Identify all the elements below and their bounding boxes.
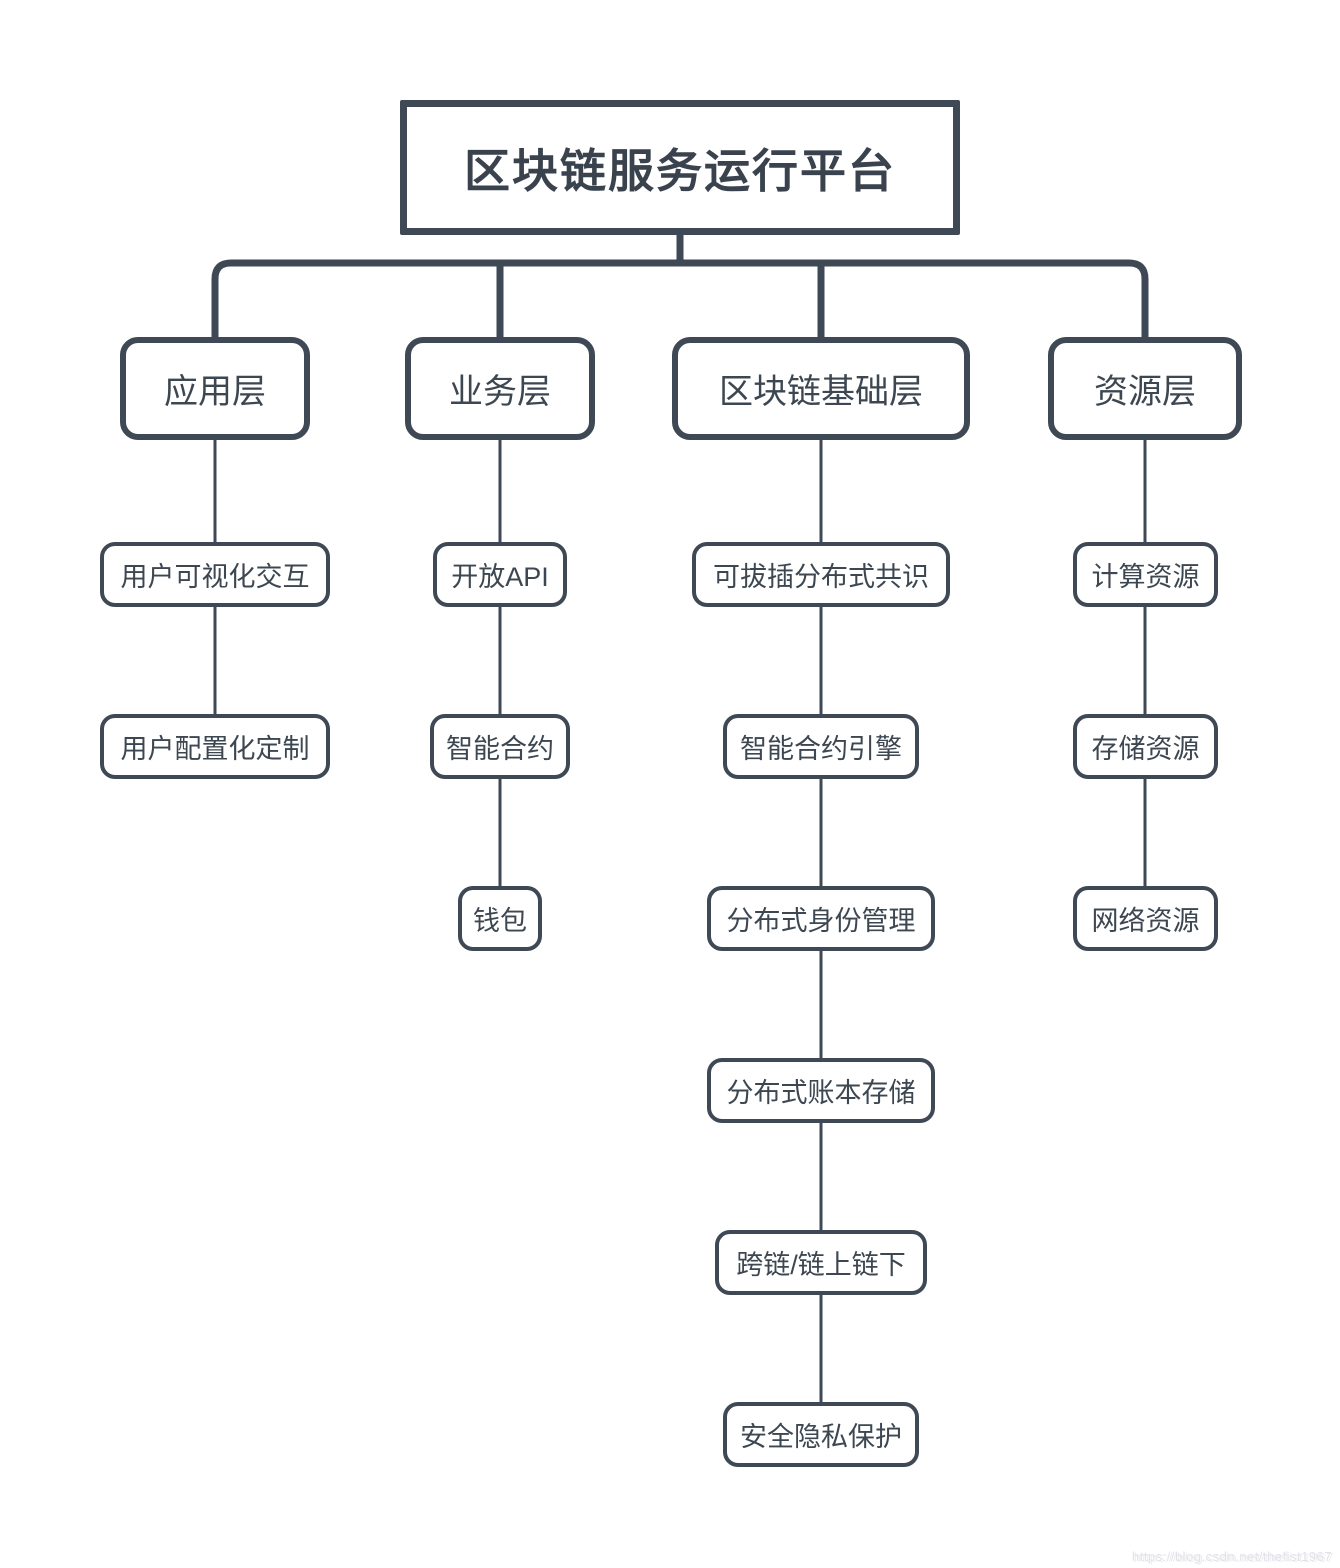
watermark: https://blog.csdn.net/thefist1967 [1131,1549,1332,1564]
connector-rail [211,259,1149,341]
node-cross-chain-on-off-chain: 跨链/链上链下 [715,1230,927,1295]
node-application-layer: 应用层 [120,337,310,440]
node-label: 用户可视化交互 [120,562,310,592]
node-root-label: 区块链服务运行平台 [464,144,896,197]
level1-connectors [211,232,1149,341]
node-business-layer: 业务层 [405,337,595,440]
node-pluggable-distributed-consensus: 可拔插分布式共识 [692,542,950,607]
node-label: 分布式身份管理 [726,906,916,936]
node-wallet: 钱包 [458,886,542,951]
node-label: 开放API [451,562,549,592]
node-smart-contract-engine: 智能合约引擎 [723,714,919,779]
node-label: 智能合约 [446,734,554,764]
node-smart-contract: 智能合约 [430,714,570,779]
node-label: 存储资源 [1091,734,1200,764]
node-label: 应用层 [164,373,266,411]
node-storage-resource: 存储资源 [1073,714,1218,779]
node-root: 区块链服务运行平台 [400,100,960,235]
node-user-config-customization: 用户配置化定制 [100,714,330,779]
node-label: 分布式账本存储 [726,1078,916,1108]
node-label: 钱包 [473,906,527,936]
node-security-privacy-protection: 安全隐私保护 [723,1402,919,1467]
node-user-visual-interaction: 用户可视化交互 [100,542,330,607]
node-network-resource: 网络资源 [1073,886,1218,951]
node-label: 区块链基础层 [719,373,923,411]
node-label: 网络资源 [1091,906,1200,936]
node-label: 安全隐私保护 [740,1422,902,1452]
node-distributed-ledger-storage: 分布式账本存储 [707,1058,935,1123]
column-connectors [213,440,1147,1402]
node-computing-resource: 计算资源 [1073,542,1218,607]
node-label: 计算资源 [1091,562,1200,592]
node-label: 智能合约引擎 [740,734,902,764]
node-open-api: 开放API [433,542,567,607]
node-resource-layer: 资源层 [1048,337,1242,440]
node-label: 业务层 [449,373,551,411]
node-blockchain-base-layer: 区块链基础层 [672,337,970,440]
node-label: 可拔插分布式共识 [713,562,929,592]
node-label: 跨链/链上链下 [736,1250,906,1280]
node-label: 资源层 [1094,373,1196,411]
node-label: 用户配置化定制 [120,734,310,764]
node-distributed-identity-management: 分布式身份管理 [707,886,935,951]
